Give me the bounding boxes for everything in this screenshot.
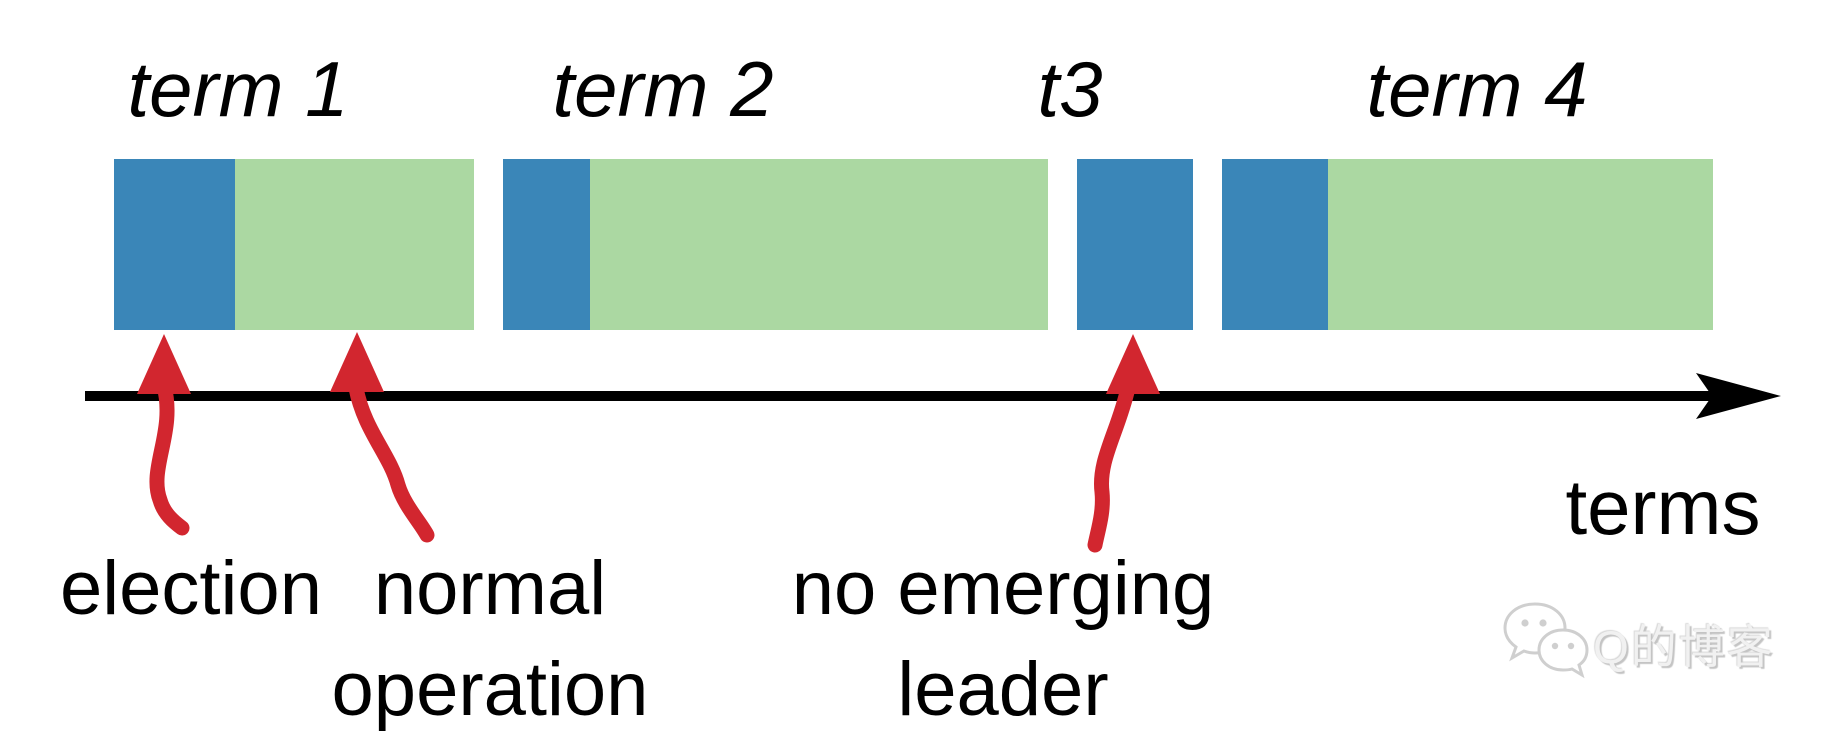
axis-label-terms: terms — [1565, 463, 1761, 551]
term-label-1: term 1 — [127, 45, 349, 133]
segment-term4-election — [1222, 159, 1328, 330]
election-arrow-tail — [149, 378, 190, 536]
term-label-3: t3 — [1037, 45, 1103, 133]
segment-term1-election — [114, 159, 235, 330]
segment-t3-election — [1077, 159, 1193, 330]
no-leader-arrow-head-icon — [1106, 334, 1160, 394]
annotation-no-leader-line1: no emerging — [791, 546, 1215, 631]
term-label-2: term 2 — [552, 45, 774, 133]
segment-term4-normal-operation — [1328, 159, 1713, 330]
timeline-arrowhead-icon — [1696, 373, 1781, 419]
term-label-4: term 4 — [1366, 45, 1588, 133]
no-leader-arrow-tail — [1087, 380, 1136, 553]
annotation-no-leader-line2: leader — [897, 647, 1109, 732]
normal-operation-arrow-tail — [348, 380, 435, 543]
segment-term2-normal-operation — [590, 159, 1048, 330]
annotation-election: election — [60, 538, 322, 639]
annotation-normal-line2: operation — [331, 647, 649, 732]
timeline-axis-line — [85, 391, 1712, 401]
segment-term2-election — [503, 159, 590, 330]
segment-term1-normal-operation — [235, 159, 474, 330]
annotation-no-emerging-leader: no emerging leader — [792, 538, 1215, 740]
watermark: Q的博客 — [1497, 596, 1775, 692]
annotation-normal-line1: normal — [373, 546, 607, 631]
wechat-icon — [1503, 602, 1589, 679]
watermark-text: Q的博客 — [1593, 621, 1775, 673]
election-arrow-head-icon — [137, 334, 191, 394]
normal-operation-arrow-head-icon — [330, 332, 384, 392]
annotation-normal-operation: normal operation — [332, 538, 649, 740]
annotation-election-line1: election — [60, 546, 322, 631]
